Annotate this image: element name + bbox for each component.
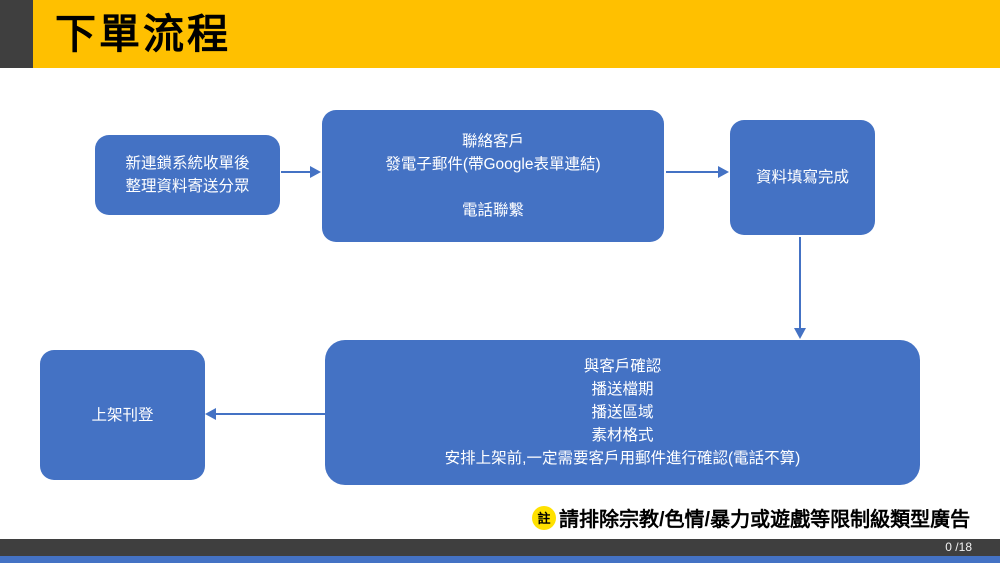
note-text: 請排除宗教/色情/暴力或遊戲等限制級類型廣告 xyxy=(559,509,971,531)
arrow-contact-to-complete-line xyxy=(666,171,721,173)
arrow-collect-to-contact-line xyxy=(281,171,313,173)
flow-box-collect-line1: 新連鎖系統收單後 xyxy=(125,155,250,172)
flow-box-publish: 上架刊登 xyxy=(40,350,205,480)
flow-box-contact-line3: 電話聯繫 xyxy=(461,202,524,219)
flow-box-confirm-line4: 素材格式 xyxy=(591,427,654,444)
note-badge: 註 xyxy=(532,505,556,530)
flow-box-contact-line1: 聯絡客戶 xyxy=(461,133,524,150)
flow-box-confirm-line2: 播送檔期 xyxy=(591,381,654,398)
arrow-confirm-to-publish-head-icon xyxy=(205,408,216,420)
footer-bar: 0 /18 xyxy=(0,539,1000,556)
arrow-contact-to-complete-head-icon xyxy=(718,166,729,178)
page-number: 0 /18 xyxy=(945,540,972,554)
flow-box-publish-line1: 上架刊登 xyxy=(91,406,154,424)
flow-box-contact-line2: 發電子郵件(帶Google表單連結) xyxy=(385,156,601,173)
flow-box-complete: 資料填寫完成 xyxy=(730,120,875,235)
slide-header: 下單流程 xyxy=(0,0,1000,68)
flow-box-complete-line1: 資料填寫完成 xyxy=(755,169,849,186)
arrow-collect-to-contact-head-icon xyxy=(310,166,321,178)
flow-box-contact: 聯絡客戶 發電子郵件(帶Google表單連結) 電話聯繫 xyxy=(322,110,664,242)
footer-accent-strip xyxy=(0,556,1000,563)
restriction-note: 註 請排除宗教/色情/暴力或遊戲等限制級類型廣告 xyxy=(532,503,970,532)
arrow-confirm-to-publish-line xyxy=(216,413,325,415)
flow-box-confirm-line5: 安排上架前,一定需要客戶用郵件進行確認(電話不算) xyxy=(444,450,801,467)
arrow-complete-to-confirm-line xyxy=(799,237,801,331)
flow-box-confirm-line3: 播送區域 xyxy=(591,404,654,421)
flow-box-collect-line2: 整理資料寄送分眾 xyxy=(125,178,250,195)
header-accent-bar xyxy=(0,0,33,68)
slide-title: 下單流程 xyxy=(55,11,231,57)
flow-box-collect: 新連鎖系統收單後 整理資料寄送分眾 xyxy=(95,135,280,215)
flow-box-confirm-line1: 與客戶確認 xyxy=(583,358,662,375)
flow-box-confirm: 與客戶確認 播送檔期 播送區域 素材格式 安排上架前,一定需要客戶用郵件進行確認… xyxy=(325,340,920,485)
arrow-complete-to-confirm-head-icon xyxy=(794,328,806,339)
